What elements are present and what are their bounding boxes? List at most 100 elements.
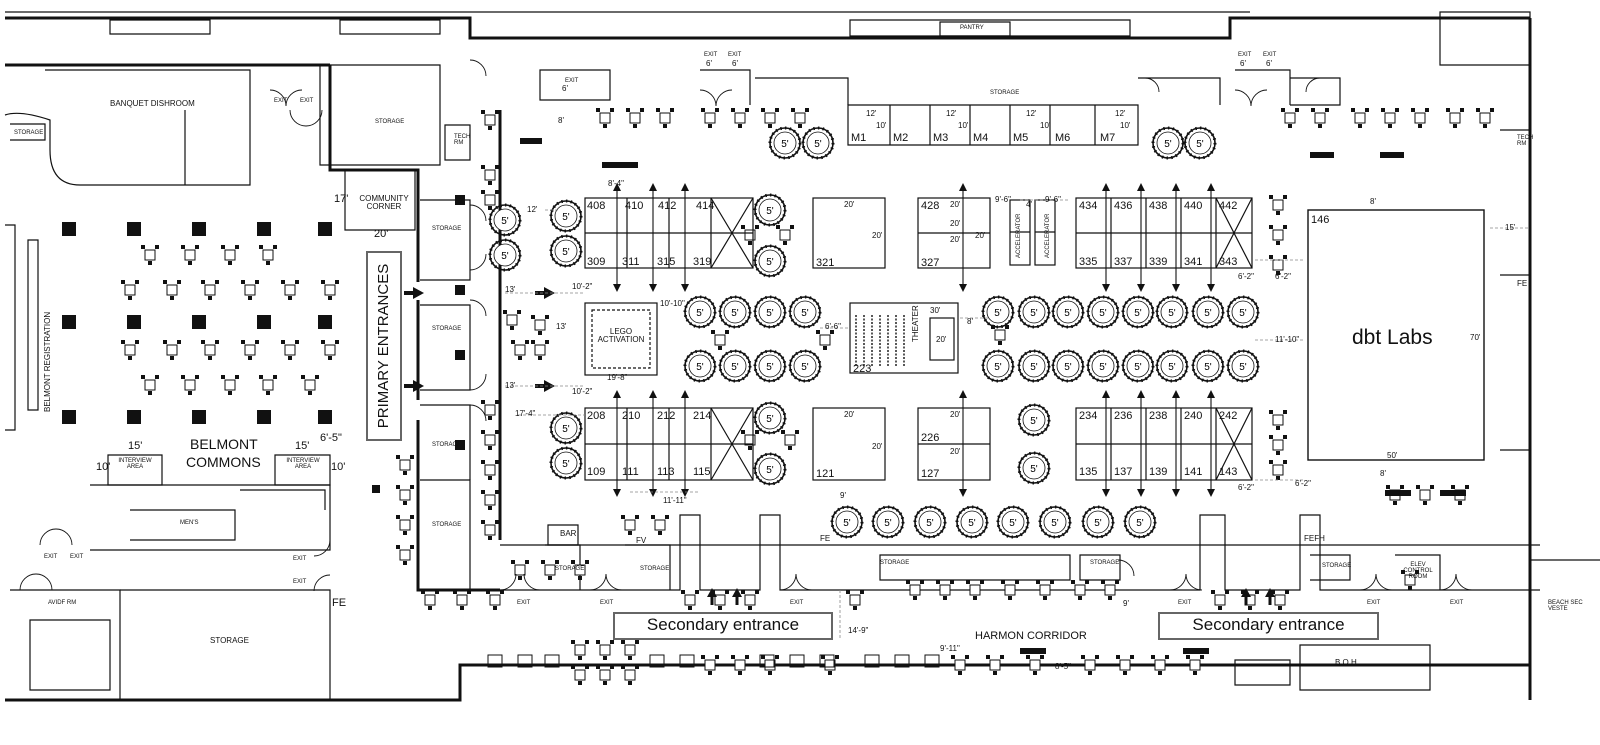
exit-label: EXIT (565, 78, 579, 84)
exit-label: EXIT (274, 98, 288, 104)
booth-number[interactable]: 438 (1149, 200, 1168, 212)
dim-6-5: 6'-5" (320, 432, 342, 444)
booth-127[interactable]: 127 (921, 468, 940, 480)
exhibitor-dbt-labs[interactable]: dbt Labs (1352, 326, 1433, 349)
room-beach-sec: BEACH SEC VESTE (1548, 600, 1583, 612)
room-storage-b: STORAGE (432, 326, 462, 332)
room-accelerator-a: ACCELERATOR (1016, 213, 1022, 258)
round-table-size: 5' (1064, 308, 1072, 319)
booth-321[interactable]: 321 (816, 257, 835, 269)
booth-number[interactable]: 436 (1114, 200, 1133, 212)
booth-number[interactable]: 434 (1079, 200, 1098, 212)
booth-number[interactable]: 242 (1219, 410, 1238, 422)
booth-number[interactable]: 343 (1219, 256, 1238, 268)
booth-number[interactable]: 214 (693, 410, 712, 422)
booth-number[interactable]: 109 (587, 466, 606, 478)
dim-8-4: 8'-4" (608, 179, 624, 188)
booth-number[interactable]: 115 (693, 466, 711, 478)
meeting-room-m4: M4 (973, 132, 989, 144)
booth-146[interactable]: 146 (1311, 214, 1330, 226)
booth-number[interactable]: 240 (1184, 410, 1203, 422)
meeting-room-m5: M5 (1013, 132, 1029, 144)
room-storage-e: STORAGE (555, 566, 585, 572)
room-storage-d: STORAGE (432, 522, 462, 528)
exit-label: EXIT (300, 98, 314, 104)
booth-number[interactable]: 440 (1184, 200, 1203, 212)
dim-10-right: 10' (331, 461, 346, 473)
dim-9-11: 9'-11" (940, 644, 960, 653)
booth-number[interactable]: 238 (1149, 410, 1168, 422)
room-storage-f: STORAGE (640, 566, 670, 572)
dim-6: 6' (706, 59, 712, 68)
round-table-size: 5' (1168, 308, 1176, 319)
booth-number[interactable]: 408 (587, 200, 606, 212)
dim-20: 20' (844, 410, 855, 419)
dim-11-11: 11'-11" (663, 496, 687, 505)
room-elev-control: ELEV CONTROL ROOM (1403, 562, 1433, 580)
booth-number[interactable]: 139 (1149, 466, 1168, 478)
booth-number[interactable]: 208 (587, 410, 606, 422)
room-belmont-commons-line2: COMMONS (186, 454, 261, 470)
booth-number[interactable]: 414 (696, 200, 715, 212)
room-theater: THEATER (911, 305, 920, 342)
round-table-size: 5' (696, 308, 704, 319)
booth-number[interactable]: 210 (622, 410, 641, 422)
booth-number[interactable]: 234 (1079, 410, 1098, 422)
room-storage-small: STORAGE (14, 130, 44, 136)
dim-8: 8' (1380, 469, 1386, 478)
round-table-size: 5' (814, 139, 822, 150)
round-table-size: 5' (562, 424, 570, 435)
booth-number[interactable]: 309 (587, 256, 606, 268)
booth-number[interactable]: 339 (1149, 256, 1168, 268)
room-tech-right: TECH RM (1517, 135, 1534, 147)
round-table-size: 5' (884, 518, 892, 529)
booth-428[interactable]: 428 (921, 200, 940, 212)
round-table-size: 5' (1094, 518, 1102, 529)
booth-number[interactable]: 335 (1079, 256, 1098, 268)
round-table-size: 5' (1134, 362, 1142, 373)
booth-number[interactable]: 113 (657, 466, 675, 478)
dim-8-theater: 8' (967, 317, 973, 326)
booth-number[interactable]: 212 (657, 410, 676, 422)
dim-6-2: 6'-2" (1295, 479, 1311, 488)
room-bar: BAR (560, 529, 577, 538)
booth-number[interactable]: 442 (1219, 200, 1238, 212)
dim-8-top: 8' (558, 116, 564, 125)
booth-number[interactable]: 315 (657, 256, 676, 268)
booth-number[interactable]: 141 (1184, 466, 1203, 478)
booth-number[interactable]: 311 (622, 256, 640, 268)
label-fe-mid: FE (820, 534, 831, 543)
booth-number[interactable]: 143 (1219, 466, 1238, 478)
booth-223[interactable]: 223 (853, 363, 872, 375)
booth-number[interactable]: 341 (1184, 256, 1203, 268)
booth-226[interactable]: 226 (921, 432, 940, 444)
booth-number[interactable]: 236 (1114, 410, 1133, 422)
booth-number[interactable]: 337 (1114, 256, 1133, 268)
dim-20: 20' (950, 410, 961, 419)
room-belmont-registration: BELMONT REGISTRATION (43, 311, 52, 412)
booth-121[interactable]: 121 (816, 468, 835, 480)
dim-13: 13' (505, 381, 516, 390)
booth-number[interactable]: 135 (1079, 466, 1098, 478)
dim-20-theater: 20' (936, 335, 947, 344)
round-table-size: 5' (1030, 416, 1038, 427)
dim-70: 70' (1470, 333, 1481, 342)
label-fefh: FEFH (1304, 534, 1325, 543)
dim-4: 4' (1026, 200, 1032, 209)
round-table-size: 5' (1136, 518, 1144, 529)
booth-number[interactable]: 412 (658, 200, 677, 212)
dim-10-2: 10'-2" (572, 387, 593, 396)
booth-number[interactable]: 319 (693, 256, 712, 268)
exit-label: EXIT (1238, 52, 1252, 58)
booth-number[interactable]: 111 (622, 466, 639, 478)
exit-label: EXIT (600, 600, 614, 606)
round-table-size: 5' (1009, 518, 1017, 529)
round-table-size: 5' (562, 247, 570, 258)
booth-number[interactable]: 410 (625, 200, 644, 212)
booth-327[interactable]: 327 (921, 257, 940, 269)
label-fv: FV (636, 536, 647, 545)
booth-number[interactable]: 137 (1114, 466, 1133, 478)
room-storage-c: STORAGE (432, 442, 462, 448)
dim-6-2: 6'-2" (1238, 483, 1254, 492)
round-table-size: 5' (1134, 308, 1142, 319)
